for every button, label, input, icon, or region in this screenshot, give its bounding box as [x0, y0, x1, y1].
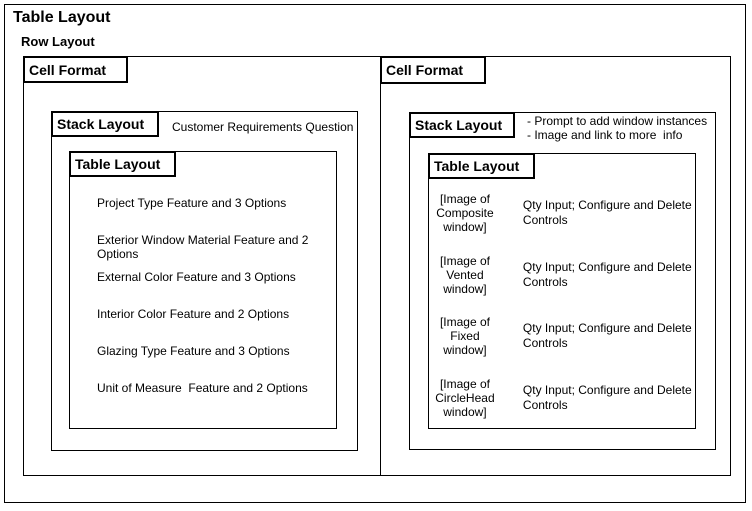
image-line: Composite [436, 205, 494, 220]
window-row-vented: [Image of Vented window] Qty Input; Conf… [428, 244, 696, 306]
feature-item: Exterior Window Material Feature and 2 O… [97, 233, 312, 261]
window-controls-label: Qty Input; Configure and Delete Controls [523, 383, 696, 413]
image-line: window] [443, 405, 487, 420]
window-instance-rows: [Image of Composite window] Qty Input; C… [428, 182, 696, 429]
image-line: [Image of [439, 191, 490, 206]
controls-line: Controls [522, 336, 568, 351]
caption-line: - Image and link to more info [527, 128, 683, 142]
image-line: Vented [446, 267, 484, 282]
left-stack-layout-box [51, 111, 358, 451]
feature-item: Project Type Feature and 3 Options [97, 196, 287, 210]
window-controls-label: Qty Input; Configure and Delete Controls [523, 321, 696, 351]
window-row-composite: [Image of Composite window] Qty Input; C… [428, 182, 696, 244]
controls-line: Controls [522, 212, 568, 227]
image-line: [Image of [439, 377, 490, 392]
controls-line: Qty Input; Configure and Delete [522, 197, 692, 212]
window-controls-label: Qty Input; Configure and Delete Controls [523, 198, 696, 228]
left-cell-format-tab: Cell Format [23, 56, 128, 83]
right-stack-caption: - Prompt to add window instances - Image… [527, 114, 707, 142]
window-row-circlehead: [Image of CircleHead window] Qty Input; … [428, 367, 696, 429]
caption-line: - Prompt to add window instances [527, 114, 708, 128]
right-stack-layout-box [409, 112, 716, 450]
window-image-placeholder: [Image of Vented window] [428, 254, 502, 296]
feature-item: Unit of Measure Feature and 2 Options [97, 381, 308, 395]
image-line: window] [443, 281, 487, 296]
right-cell-format-tab: Cell Format [380, 56, 486, 84]
window-image-placeholder: [Image of Composite window] [428, 192, 502, 234]
controls-line: Qty Input; Configure and Delete [522, 383, 692, 398]
table-layout-outer-box [4, 4, 746, 503]
image-line: window] [443, 219, 487, 234]
controls-line: Controls [522, 274, 568, 289]
feature-item: Glazing Type Feature and 3 Options [97, 344, 290, 358]
controls-line: Controls [522, 398, 568, 413]
window-image-placeholder: [Image of Fixed window] [428, 315, 502, 357]
image-line: [Image of [439, 315, 490, 330]
controls-line: Qty Input; Configure and Delete [522, 259, 692, 274]
image-line: CircleHead [435, 391, 495, 406]
image-line: window] [443, 343, 487, 358]
left-table-layout-tab: Table Layout [69, 151, 176, 177]
image-line: Fixed [450, 329, 480, 344]
window-image-placeholder: [Image of CircleHead window] [428, 377, 502, 419]
right-table-layout-tab: Table Layout [428, 153, 535, 179]
feature-item: Interior Color Feature and 2 Options [97, 307, 290, 321]
left-stack-caption: Customer Requirements Question [172, 120, 354, 134]
right-table-layout-box [428, 153, 696, 429]
right-cell-box [380, 56, 731, 476]
left-stack-layout-tab: Stack Layout [51, 111, 159, 137]
feature-list: Project Type Feature and 3 Options Exter… [97, 196, 341, 418]
controls-line: Qty Input; Configure and Delete [522, 321, 692, 336]
row-layout-label: Row Layout [21, 34, 95, 49]
window-row-fixed: [Image of Fixed window] Qty Input; Confi… [428, 306, 696, 368]
window-controls-label: Qty Input; Configure and Delete Controls [523, 260, 696, 290]
feature-item: External Color Feature and 3 Options [97, 270, 296, 284]
table-layout-title: Table Layout [13, 9, 111, 26]
left-table-layout-box [69, 151, 337, 429]
right-stack-layout-tab: Stack Layout [409, 112, 515, 138]
image-line: [Image of [439, 253, 490, 268]
